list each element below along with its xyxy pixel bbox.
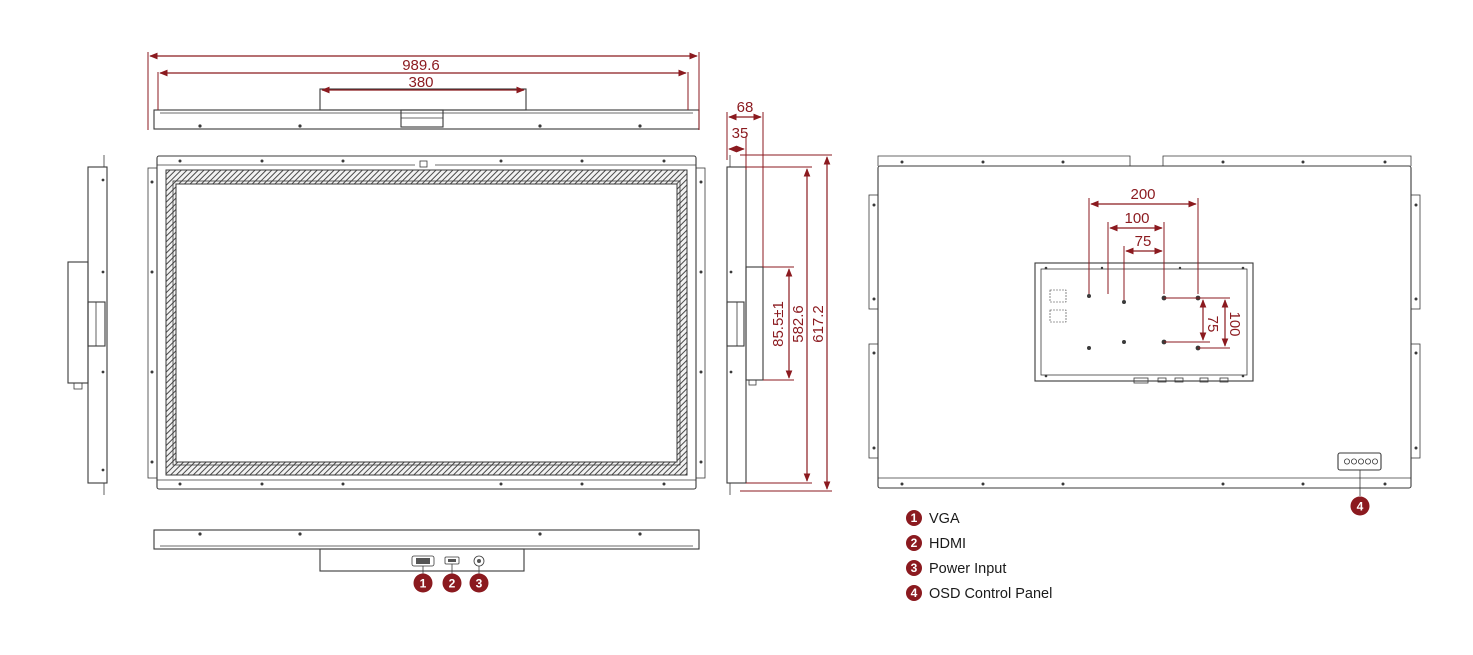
svg-text:1: 1 bbox=[911, 511, 918, 525]
right-side-box bbox=[745, 266, 764, 381]
bottom-view: 1 2 3 bbox=[153, 529, 700, 593]
svg-text:3: 3 bbox=[911, 561, 918, 575]
left-side-view bbox=[67, 155, 108, 495]
svg-text:3: 3 bbox=[476, 577, 483, 591]
front-right-flange bbox=[695, 167, 706, 479]
legend-item-osd-control-panel: 4 OSD Control Panel bbox=[906, 585, 1052, 602]
dim-overall-height: 617.2 bbox=[810, 305, 827, 343]
legend-label-vga: VGA bbox=[929, 511, 960, 527]
front-screen-area bbox=[175, 183, 678, 463]
rear-mounting-holes bbox=[872, 160, 1418, 486]
legend-item-power-input: 3 Power Input bbox=[906, 560, 1006, 577]
vent-grille bbox=[1049, 289, 1067, 323]
dim-vesa-100-vertical: 100 bbox=[1226, 311, 1243, 336]
right-side-view: 68 35 85.5±1 582.6 617.2 bbox=[726, 99, 832, 495]
dim-vesa-100: 100 bbox=[1124, 210, 1149, 227]
left-side-box bbox=[67, 261, 89, 384]
dim-depth-frame: 35 bbox=[732, 125, 749, 142]
svg-text:2: 2 bbox=[449, 577, 456, 591]
dim-depth-total: 68 bbox=[737, 99, 754, 116]
callout-badge-3: 3 bbox=[469, 573, 489, 593]
front-view bbox=[147, 155, 706, 490]
top-view-bracket bbox=[319, 88, 527, 111]
dim-panel-height: 582.6 bbox=[790, 305, 807, 343]
callout-badge-1: 1 bbox=[413, 573, 433, 593]
left-side-connector bbox=[87, 301, 106, 347]
rear-box-screws bbox=[1044, 266, 1245, 378]
legend-label-osd-control-panel: OSD Control Panel bbox=[929, 586, 1052, 602]
right-side-connector bbox=[726, 301, 745, 347]
dim-vesa-75-vertical: 75 bbox=[1204, 316, 1221, 333]
vga-port bbox=[411, 555, 435, 567]
legend-item-hdmi: 2 HDMI bbox=[906, 535, 966, 552]
callout-badge-2: 2 bbox=[442, 573, 462, 593]
svg-text:4: 4 bbox=[911, 586, 918, 600]
rear-view: 200 100 75 75 100 4 bbox=[868, 155, 1421, 516]
bottom-view-box bbox=[319, 548, 525, 572]
legend-label-power-input: Power Input bbox=[929, 561, 1006, 577]
power-port bbox=[473, 555, 485, 567]
legend-label-hdmi: HDMI bbox=[929, 536, 966, 552]
dim-overall-width: 989.6 bbox=[402, 57, 440, 74]
legend: 1 VGA 2 HDMI 3 Power Input 4 OSD Control… bbox=[906, 510, 1052, 602]
svg-text:1: 1 bbox=[420, 577, 427, 591]
rear-back-box bbox=[1034, 262, 1254, 382]
right-side-body bbox=[726, 166, 747, 484]
callout-badge-4: 4 bbox=[1350, 496, 1370, 516]
rear-bottom-ports bbox=[1133, 377, 1229, 384]
legend-item-vga: 1 VGA bbox=[906, 510, 960, 527]
dim-vesa-75: 75 bbox=[1135, 233, 1152, 250]
dim-box-height: 85.5±1 bbox=[770, 301, 787, 347]
top-view: 989.6 380 bbox=[147, 52, 700, 130]
front-left-flange bbox=[147, 167, 158, 479]
hdmi-port bbox=[444, 556, 460, 565]
dim-vesa-200: 200 bbox=[1130, 186, 1155, 203]
front-mounting-holes bbox=[150, 159, 703, 486]
svg-text:4: 4 bbox=[1357, 500, 1364, 514]
top-view-connector-box bbox=[400, 109, 444, 128]
svg-text:2: 2 bbox=[911, 536, 918, 550]
osd-control-panel bbox=[1337, 452, 1382, 471]
dim-bracket-width: 380 bbox=[408, 74, 433, 91]
left-side-body bbox=[87, 166, 108, 484]
rear-frame bbox=[877, 165, 1412, 489]
